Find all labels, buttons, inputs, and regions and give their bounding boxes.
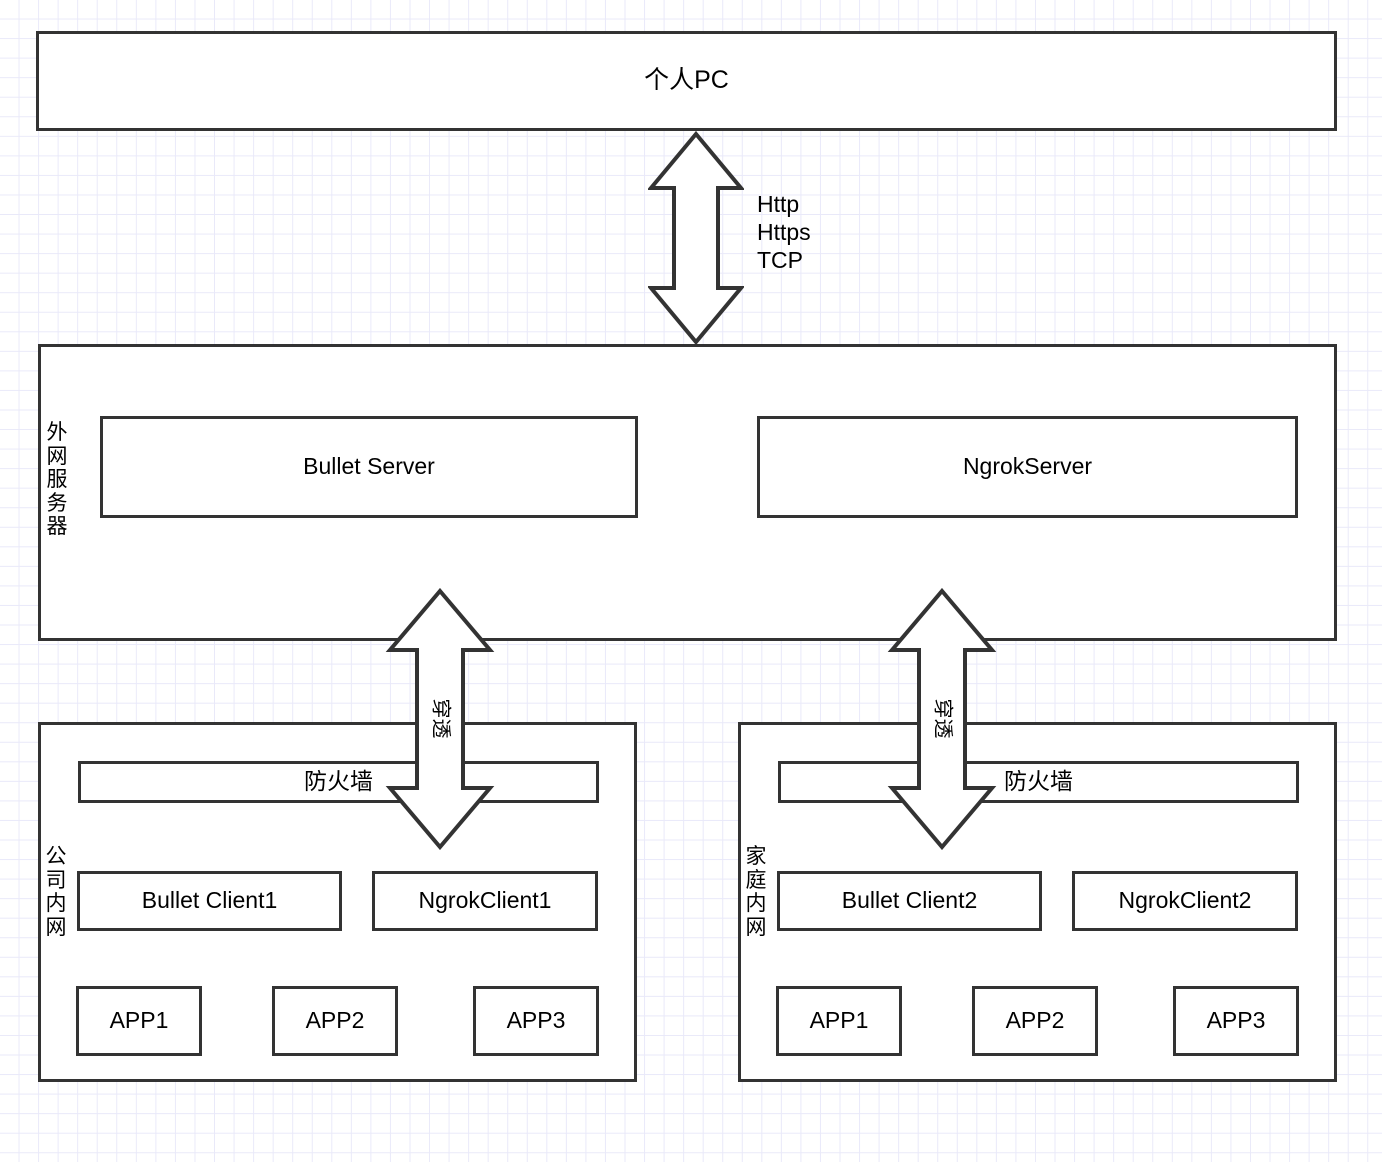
company-app2-box[interactable]: APP2 xyxy=(272,986,398,1056)
company-firewall-label: 防火墙 xyxy=(304,768,373,795)
home-intranet-zone-label: 家庭内网 xyxy=(745,845,767,939)
company-app2-label: APP2 xyxy=(305,1007,365,1034)
company-app1-box[interactable]: APP1 xyxy=(76,986,202,1056)
external-server-zone-label: 外网服务器 xyxy=(46,421,68,539)
right-tunnel-label: 穿透 xyxy=(931,698,954,739)
home-app1-label: APP1 xyxy=(809,1007,869,1034)
home-firewall-label: 防火墙 xyxy=(1004,768,1073,795)
bullet-server-label: Bullet Server xyxy=(303,453,435,480)
home-app3-box[interactable]: APP3 xyxy=(1173,986,1299,1056)
pc-server-双向-arrow xyxy=(648,131,744,345)
ngrok-client2-box[interactable]: NgrokClient2 xyxy=(1072,871,1298,931)
home-app2-box[interactable]: APP2 xyxy=(972,986,1098,1056)
ngrok-server-box[interactable]: NgrokServer xyxy=(757,416,1298,518)
personal-pc-box[interactable]: 个人PC xyxy=(36,31,1337,131)
personal-pc-label: 个人PC xyxy=(644,66,729,95)
company-app3-box[interactable]: APP3 xyxy=(473,986,599,1056)
bullet-server-box[interactable]: Bullet Server xyxy=(100,416,638,518)
bullet-client2-box[interactable]: Bullet Client2 xyxy=(777,871,1042,931)
left-tunnel-arrow xyxy=(385,588,495,850)
company-app3-label: APP3 xyxy=(506,1007,566,1034)
left-tunnel-label: 穿透 xyxy=(429,698,452,739)
home-app2-label: APP2 xyxy=(1005,1007,1065,1034)
home-app1-box[interactable]: APP1 xyxy=(776,986,902,1056)
ngrok-server-label: NgrokServer xyxy=(962,453,1093,480)
ngrok-client1-label: NgrokClient1 xyxy=(418,887,552,914)
company-app1-label: APP1 xyxy=(109,1007,169,1034)
ngrok-client1-box[interactable]: NgrokClient1 xyxy=(372,871,598,931)
bullet-client2-label: Bullet Client2 xyxy=(841,887,978,914)
ngrok-client2-label: NgrokClient2 xyxy=(1118,887,1252,914)
bullet-client1-box[interactable]: Bullet Client1 xyxy=(77,871,342,931)
right-tunnel-arrow xyxy=(887,588,997,850)
company-firewall-box[interactable]: 防火墙 xyxy=(78,761,599,803)
protocol-label: Http Https TCP xyxy=(757,191,811,274)
company-intranet-zone-label: 公司内网 xyxy=(45,845,67,939)
home-firewall-box[interactable]: 防火墙 xyxy=(778,761,1299,803)
bullet-client1-label: Bullet Client1 xyxy=(141,887,278,914)
home-app3-label: APP3 xyxy=(1206,1007,1266,1034)
